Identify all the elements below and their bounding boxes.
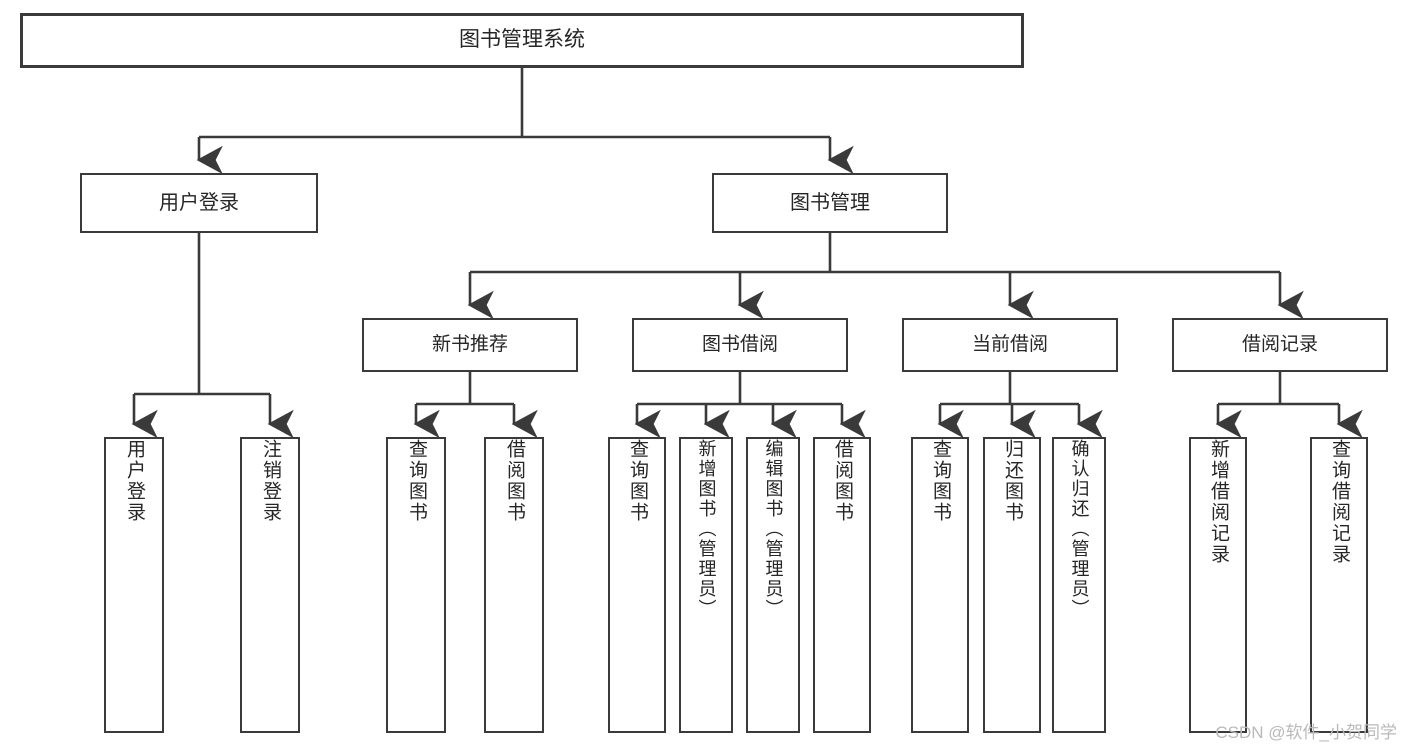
node-leaf-return-book[interactable]: 归还图书 <box>983 437 1041 733</box>
node-leaf-borrow-book-recommend-label: 借阅图书 <box>503 439 525 523</box>
node-leaf-query-book-recommend[interactable]: 查询图书 <box>386 437 446 733</box>
csdn-watermark: CSDN @软件_小贺同学 <box>1215 723 1397 742</box>
node-leaf-borrow-book-label: 借阅图书 <box>831 439 853 523</box>
node-leaf-query-borrow-record[interactable]: 查询借阅记录 <box>1310 437 1368 733</box>
node-leaf-query-book-recommend-label: 查询图书 <box>405 439 427 523</box>
node-leaf-edit-book-label: 编辑图书（管理员） <box>763 439 784 619</box>
node-leaf-add-book-label: 新增图书（管理员） <box>696 439 717 619</box>
node-leaf-confirm-return[interactable]: 确认归还（管理员） <box>1052 437 1106 733</box>
node-leaf-query-book-borrow[interactable]: 查询图书 <box>608 437 666 733</box>
node-current-borrow[interactable]: 当前借阅 <box>902 318 1118 372</box>
node-leaf-query-book-current[interactable]: 查询图书 <box>911 437 969 733</box>
node-leaf-query-book-borrow-label: 查询图书 <box>626 439 648 523</box>
node-leaf-add-borrow-record-label: 新增借阅记录 <box>1207 439 1229 565</box>
node-user-login-label: 用户登录 <box>159 191 239 214</box>
node-leaf-user-logout-label: 注销登录 <box>259 439 281 523</box>
node-current-borrow-label: 当前借阅 <box>971 334 1048 356</box>
node-root-system-label: 图书管理系统 <box>459 28 585 52</box>
node-leaf-borrow-book-recommend[interactable]: 借阅图书 <box>484 437 544 733</box>
node-leaf-edit-book[interactable]: 编辑图书（管理员） <box>746 437 800 733</box>
node-leaf-query-book-current-label: 查询图书 <box>929 439 951 523</box>
node-borrow-records-label: 借阅记录 <box>1241 334 1318 356</box>
node-leaf-return-book-label: 归还图书 <box>1001 439 1023 523</box>
node-leaf-add-book[interactable]: 新增图书（管理员） <box>679 437 733 733</box>
node-leaf-confirm-return-label: 确认归还（管理员） <box>1069 439 1090 619</box>
node-leaf-query-borrow-record-label: 查询借阅记录 <box>1328 439 1350 565</box>
node-new-book-recommend-label: 新书推荐 <box>431 334 508 356</box>
node-book-management[interactable]: 图书管理 <box>712 173 948 233</box>
node-new-book-recommend[interactable]: 新书推荐 <box>362 318 578 372</box>
node-borrow-records[interactable]: 借阅记录 <box>1172 318 1388 372</box>
node-leaf-user-logout[interactable]: 注销登录 <box>240 437 300 733</box>
node-leaf-add-borrow-record[interactable]: 新增借阅记录 <box>1189 437 1247 733</box>
node-book-borrow[interactable]: 图书借阅 <box>632 318 848 372</box>
node-book-borrow-label: 图书借阅 <box>701 334 778 356</box>
node-user-login[interactable]: 用户登录 <box>80 173 318 233</box>
node-leaf-borrow-book[interactable]: 借阅图书 <box>813 437 871 733</box>
node-leaf-user-login[interactable]: 用户登录 <box>104 437 164 733</box>
node-book-management-label: 图书管理 <box>790 191 870 214</box>
node-root-system[interactable]: 图书管理系统 <box>20 13 1024 68</box>
node-leaf-user-login-label: 用户登录 <box>123 439 145 523</box>
